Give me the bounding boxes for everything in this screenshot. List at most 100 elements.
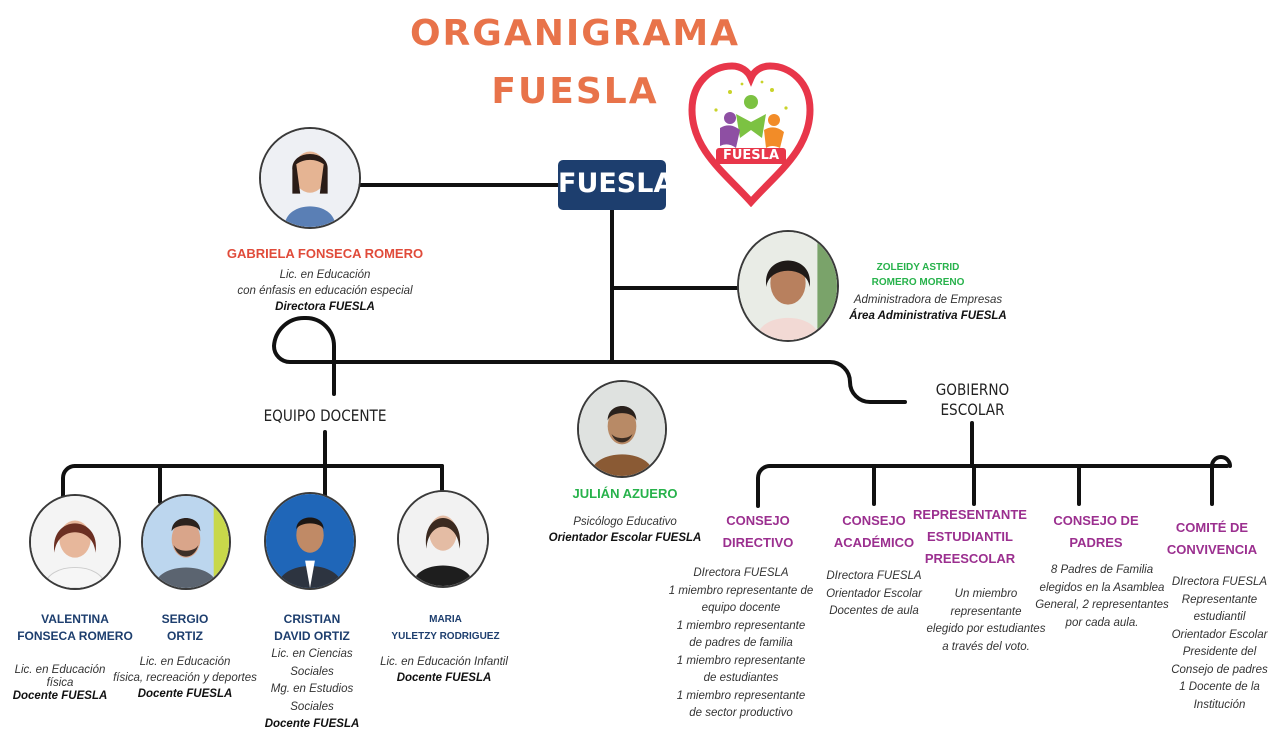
- administrativa-description: Administradora de Empresas Área Administ…: [838, 292, 1018, 324]
- administrativa-name: ZOLEIDY ASTRID ROMERO MORENO: [848, 260, 988, 290]
- gobierno-escolar-label-line-1: GOBIERNO: [935, 380, 1010, 399]
- consejo-directivo-line-3: equipo docente: [701, 602, 781, 614]
- consejo-directivo-line-7: de estudiantes: [703, 672, 779, 684]
- directora-role: Directora FUESLA: [275, 301, 375, 313]
- logo-wordmark: FUESLA: [716, 148, 786, 164]
- consejo-directivo-line-6: 1 miembro representante: [676, 654, 806, 667]
- gobierno-escolar-label-line-2: ESCOLAR: [940, 400, 1005, 419]
- comite-convivencia-line-4: Orientador Escolar: [1171, 628, 1268, 641]
- docente-4-name-line-1: MARIA: [429, 614, 462, 625]
- representante-estudiantil-line-1: Un miembro: [954, 588, 1018, 600]
- consejo-padres-line-4: por cada aula.: [1065, 616, 1139, 629]
- docente-1-line-1: Lic. en Educación: [14, 664, 106, 676]
- representante-estudiantil-name: REPRESENTANTE ESTUDIANTIL PREESCOLAR: [910, 504, 1030, 570]
- consejo-directivo-line-5: de padres de familia: [689, 637, 793, 649]
- comite-convivencia-line-2: Representante: [1181, 593, 1258, 606]
- administrativa-photo: [737, 230, 839, 342]
- comite-convivencia-line-7: 1 Docente de la: [1179, 681, 1260, 693]
- comite-convivencia-line-5: Presidente del: [1182, 646, 1257, 658]
- orientador-role: Orientador Escolar FUESLA: [548, 532, 702, 544]
- docente-2-line-1: Lic. en Educación: [139, 656, 231, 668]
- orientador-photo: [577, 380, 667, 478]
- directora-description: Lic. en Educación con énfasis en educaci…: [190, 267, 460, 315]
- docente-3-line-4: Sociales: [290, 700, 334, 713]
- directora-line-2: con énfasis en educación especial: [237, 285, 413, 297]
- representante-estudiantil-description: Un miembro representante elegido por est…: [920, 586, 1052, 656]
- consejo-directivo-name-line-1: CONSEJO: [726, 513, 790, 528]
- fuesla-heart-logo: FUESLA: [686, 62, 816, 208]
- consejo-padres-line-3: General, 2 representantes: [1035, 599, 1169, 611]
- administrativa-role: Área Administrativa FUESLA: [849, 310, 1007, 322]
- consejo-academico-line-3: Docentes de aula: [829, 605, 919, 617]
- comite-convivencia-line-6: Consejo de padres: [1171, 663, 1268, 676]
- comite-convivencia-name-line-2: CONVIVENCIA: [1166, 542, 1258, 557]
- docente-1-name: VALENTINA FONSECA ROMERO: [10, 611, 140, 645]
- administrativa-line-1: Administradora de Empresas: [853, 294, 1003, 306]
- comite-convivencia-line-8: Institución: [1193, 698, 1246, 711]
- consejo-academico-line-1: DIrectora FUESLA: [826, 570, 922, 582]
- comite-convivencia-name-line-1: COMITÉ DE: [1175, 520, 1249, 535]
- consejo-academico-name-line-2: ACADÉMICO: [833, 535, 915, 550]
- docente-1-description: Lic. en Educación física Docente FUESLA: [5, 662, 115, 704]
- docente-2-name: SERGIO ORTIZ: [130, 611, 240, 645]
- docente-2-name-line-2: ORTIZ: [167, 629, 203, 643]
- docente-1-role: Docente FUESLA: [12, 690, 108, 702]
- docente-1-line-2: física: [46, 677, 74, 689]
- docente-3-line-3: Mg. en Estudios: [270, 683, 354, 695]
- docente-photo-1: [29, 494, 121, 590]
- title-line-2: FUESLA: [491, 71, 659, 112]
- docente-3-name-line-2: DAVID ORTIZ: [274, 629, 350, 643]
- consejo-directivo-line-8: 1 miembro representante: [676, 689, 806, 702]
- title-line-1: ORGANIGRAMA: [409, 13, 741, 54]
- consejo-academico-name: CONSEJO ACADÉMICO: [824, 510, 924, 554]
- consejo-padres-line-1: 8 Padres de Familia: [1050, 564, 1154, 576]
- administrativa-name-line-2: ROMERO MORENO: [871, 277, 965, 288]
- docente-2-name-line-1: SERGIO: [161, 612, 209, 626]
- docente-2-description: Lic. en Educación física, recreación y d…: [106, 654, 264, 702]
- consejo-directivo-name-line-2: DIRECTIVO: [722, 535, 794, 550]
- docente-4-name-line-2: YULETZY RODRIGUEZ: [391, 631, 500, 642]
- consejo-academico-name-line-1: CONSEJO: [842, 513, 906, 528]
- docente-4-role: Docente FUESLA: [396, 672, 492, 684]
- docente-3-role: Docente FUESLA: [264, 718, 360, 730]
- representante-estudiantil-name-line-3: PREESCOLAR: [924, 551, 1016, 566]
- consejo-padres-name-line-2: PADRES: [1069, 535, 1123, 550]
- consejo-directivo-description: DIrectora FUESLA 1 miembro representante…: [662, 565, 820, 723]
- comite-convivencia-name: COMITÉ DE CONVIVENCIA: [1156, 517, 1268, 561]
- comite-convivencia-description: DIrectora FUESLA Representante estudiant…: [1168, 574, 1271, 714]
- consejo-padres-line-2: elegidos en la Asamblea: [1039, 581, 1165, 594]
- gobierno-escolar-label: GOBIERNO ESCOLAR: [915, 380, 1030, 420]
- administrativa-name-line-1: ZOLEIDY ASTRID: [876, 262, 960, 273]
- docente-2-line-2: física, recreación y deportes: [113, 672, 257, 684]
- fuesla-root-box: FUESLA: [558, 160, 674, 210]
- consejo-directivo-name: CONSEJO DIRECTIVO: [708, 510, 808, 554]
- docente-photo-4: [397, 490, 489, 588]
- docente-4-description: Lic. en Educación Infantil Docente FUESL…: [362, 654, 526, 686]
- docente-photo-2: [141, 494, 231, 590]
- docente-1-name-line-2: FONSECA ROMERO: [17, 629, 133, 643]
- consejo-directivo-line-2: 1 miembro representante de: [668, 584, 814, 597]
- representante-estudiantil-name-line-2: ESTUDIANTIL: [927, 529, 1013, 544]
- consejo-padres-name-line-1: CONSEJO DE: [1053, 513, 1139, 528]
- representante-estudiantil-line-2: representante: [950, 605, 1022, 618]
- orientador-line-1: Psicólogo Educativo: [573, 516, 677, 528]
- consejo-padres-name: CONSEJO DE PADRES: [1040, 510, 1152, 554]
- consejo-academico-description: DIrectora FUESLA Orientador Escolar Doce…: [816, 568, 932, 621]
- docente-2-role: Docente FUESLA: [137, 688, 233, 700]
- consejo-directivo-line-1: DIrectora FUESLA: [693, 567, 789, 579]
- consejo-padres-description: 8 Padres de Familia elegidos en la Asamb…: [1030, 562, 1174, 632]
- directora-photo: [259, 127, 361, 229]
- consejo-directivo-line-4: 1 miembro representante: [676, 619, 806, 632]
- representante-estudiantil-line-4: a través del voto.: [942, 640, 1030, 653]
- representante-estudiantil-line-3: elegido por estudiantes: [926, 623, 1046, 635]
- representante-estudiantil-name-line-1: REPRESENTANTE: [913, 507, 1027, 522]
- docente-photo-3: [264, 492, 356, 590]
- comite-convivencia-line-3: estudiantil: [1193, 611, 1246, 623]
- docente-4-name: MARIA YULETZY RODRIGUEZ: [378, 611, 513, 645]
- orientador-description: Psicólogo Educativo Orientador Escolar F…: [530, 514, 720, 546]
- docente-3-line-2: Sociales: [290, 665, 334, 678]
- orientador-name: JULIÁN AZUERO: [572, 486, 678, 501]
- docente-3-description: Lic. en Ciencias Sociales Mg. en Estudio…: [252, 646, 372, 732]
